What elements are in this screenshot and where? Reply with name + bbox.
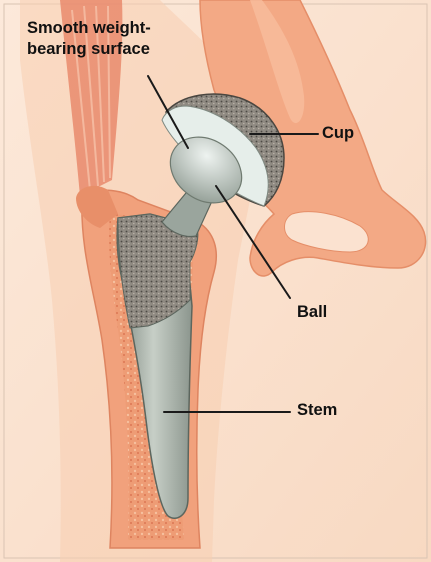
label-stem: Stem — [297, 400, 337, 421]
label-surface-line-2: bearing surface — [27, 39, 151, 60]
label-cup: Cup — [322, 123, 354, 144]
label-ball: Ball — [297, 302, 327, 323]
label-surface-line-1: Smooth weight- — [27, 18, 151, 39]
label-surface: Smooth weight- bearing surface — [27, 18, 151, 60]
